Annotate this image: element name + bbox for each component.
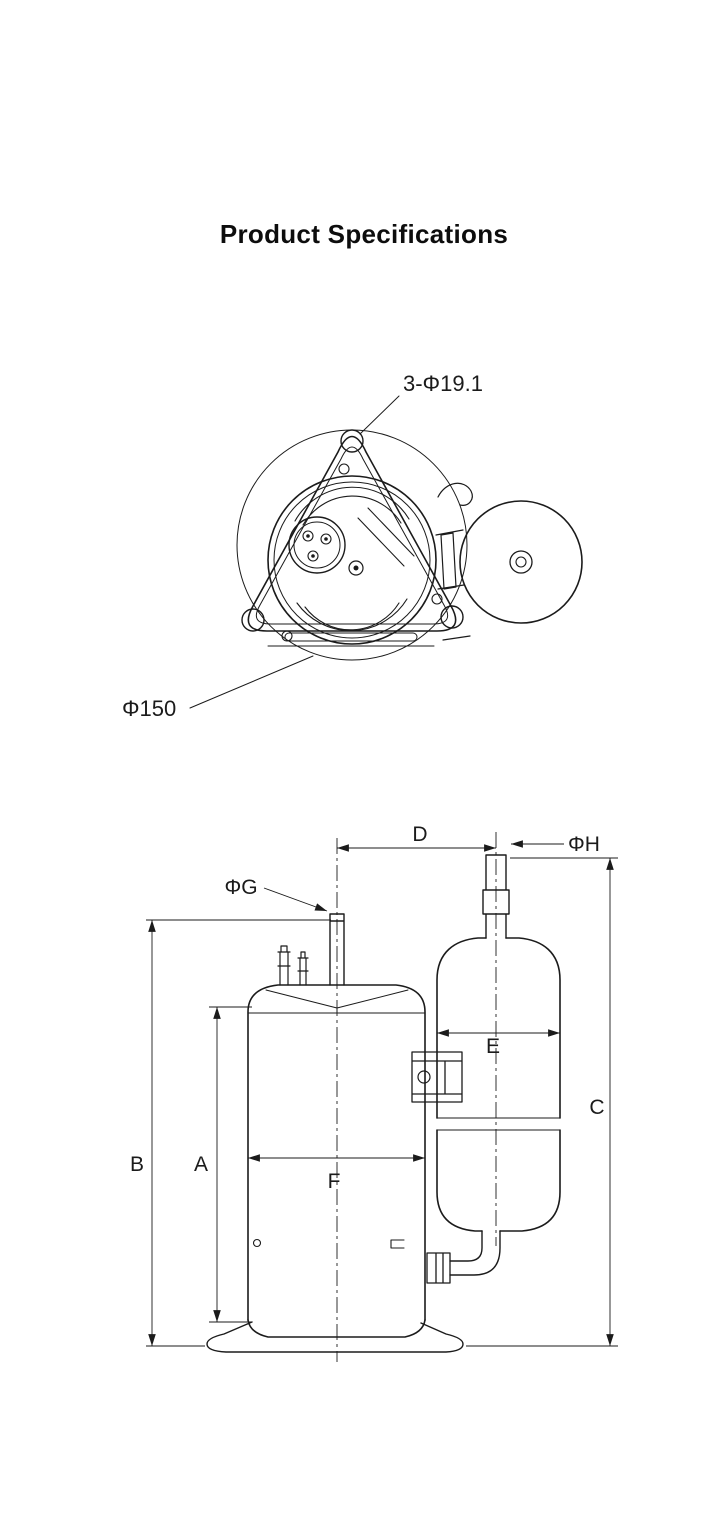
side-view xyxy=(206,854,561,1353)
dimension-lines xyxy=(146,840,618,1347)
compressor-shell xyxy=(247,984,426,1338)
base-circle-phi150 xyxy=(236,429,468,661)
mounting-bracket xyxy=(411,1051,463,1103)
centerlines xyxy=(336,832,497,1362)
top-view xyxy=(189,395,583,709)
dim-phih-label: ΦH xyxy=(568,833,600,856)
dim-d-label: D xyxy=(412,823,427,846)
base-plate xyxy=(206,1321,464,1353)
page-title: Product Specifications xyxy=(219,219,509,249)
compressor-body-top xyxy=(267,475,437,645)
holes-leader-line xyxy=(359,395,400,435)
dim-a-label: A xyxy=(194,1153,208,1176)
dim-c-label: C xyxy=(589,1096,604,1119)
accumulator-side xyxy=(436,937,561,1232)
process-tubes xyxy=(277,945,309,986)
dim-b-label: B xyxy=(130,1153,144,1176)
dim-f-label: F xyxy=(328,1170,341,1193)
terminal-assembly xyxy=(288,516,364,576)
phi150-leader-line xyxy=(189,655,314,709)
phi150-label: Φ150 xyxy=(122,696,176,721)
mounting-holes xyxy=(241,429,464,642)
inlet-fitting xyxy=(426,1252,451,1284)
dim-e-label: E xyxy=(486,1035,500,1058)
holes-label: 3-Φ19.1 xyxy=(403,371,483,396)
mounting-plate xyxy=(247,435,473,647)
accumulator-top xyxy=(435,500,583,624)
phig-leader-line xyxy=(263,887,328,912)
outlet-elbow xyxy=(449,1230,501,1276)
labels: 3-Φ19.1 Φ150 D ΦH ΦG B A C E F xyxy=(122,371,605,1193)
dim-phig-label: ΦG xyxy=(224,876,257,899)
